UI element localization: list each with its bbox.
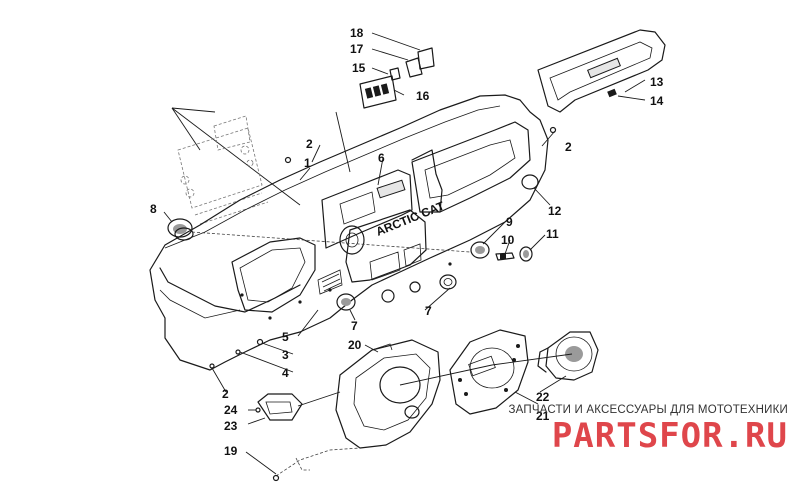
bezel-clamp	[255, 393, 303, 421]
callout-7b: 7	[351, 319, 358, 333]
callout-labels: 1 2 2 2 3 4 5 6 7 7 8 9 10 11 12 13 14 1…	[150, 26, 664, 458]
callout-6: 6	[378, 151, 385, 165]
watermark-caption: ЗАПЧАСТИ И АКСЕССУАРЫ ДЛЯ МОТОТЕХНИКИ	[508, 404, 788, 416]
watermark-logo: PARTSFOR.RU	[552, 416, 788, 456]
upper-trim-cover	[537, 29, 666, 113]
outlet-plug-lower	[336, 293, 356, 311]
wire-harness	[272, 447, 361, 482]
callout-24: 24	[224, 403, 238, 417]
gauge-faceplate	[449, 329, 529, 415]
callout-2a: 2	[306, 137, 313, 151]
leader-lines	[163, 32, 646, 475]
outlet-plug	[439, 274, 457, 290]
bezel-ring	[470, 241, 490, 259]
callout-13: 13	[650, 75, 664, 89]
ignition-key	[495, 252, 515, 261]
callout-9: 9	[506, 215, 513, 229]
switch-cluster	[359, 47, 435, 109]
callout-7a: 7	[425, 304, 432, 318]
instrument-housing	[335, 339, 441, 449]
callout-10: 10	[501, 233, 515, 247]
callout-15: 15	[352, 61, 366, 75]
callout-3: 3	[282, 348, 289, 362]
ignition-plug	[167, 218, 194, 241]
callout-2b: 2	[565, 140, 572, 154]
callout-8: 8	[150, 202, 157, 216]
callout-20: 20	[348, 338, 362, 352]
callout-18: 18	[350, 26, 364, 40]
callout-16: 16	[416, 89, 430, 103]
callout-4: 4	[282, 366, 289, 380]
callout-23: 23	[224, 419, 238, 433]
callout-11: 11	[546, 227, 559, 241]
power-outlet-cap	[521, 174, 539, 190]
speedometer-gauge	[537, 331, 599, 381]
callout-22: 22	[536, 390, 550, 404]
callout-14: 14	[650, 94, 664, 108]
key-cap	[519, 246, 533, 262]
callout-2c: 2	[222, 387, 229, 401]
callout-19: 19	[224, 444, 238, 458]
callout-12: 12	[548, 204, 562, 218]
mounting-frame-ghost	[171, 107, 301, 225]
callout-1: 1	[304, 156, 311, 170]
callout-5: 5	[282, 330, 289, 344]
callout-21: 21	[536, 409, 550, 423]
callout-17: 17	[350, 42, 364, 56]
